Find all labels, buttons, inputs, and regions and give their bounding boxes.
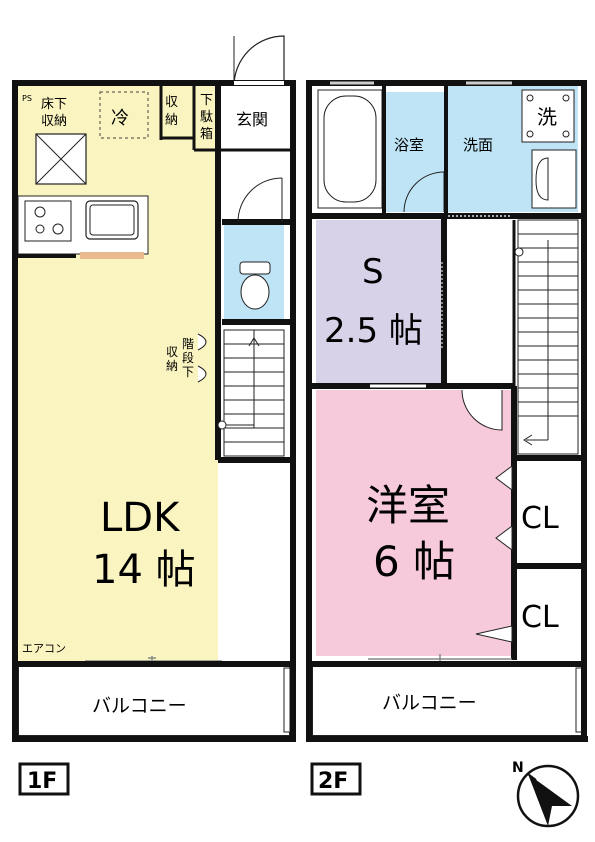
sink-icon <box>85 200 139 240</box>
closet-door-icon <box>475 625 513 643</box>
washer-pan <box>521 89 575 143</box>
burner-icon <box>34 206 46 218</box>
floor-1-tag-label: 1F <box>27 769 57 794</box>
under-stair-storage-label: 納 <box>166 359 178 373</box>
balcony-2f-label: バルコニー <box>382 692 477 714</box>
toilet-tank <box>239 261 271 275</box>
storage-door-icon <box>197 365 207 383</box>
outer-wall-1f <box>12 80 296 667</box>
shoe-box-label: 下 <box>200 93 213 108</box>
ldk-size: 14 帖 <box>92 547 196 593</box>
floor-2-tag <box>310 762 362 796</box>
balcony-1f <box>17 663 291 737</box>
entrance-area <box>218 86 290 156</box>
under-stair-label: 段 <box>182 350 194 365</box>
storage-label: 収 <box>165 95 178 110</box>
western-room <box>316 390 512 656</box>
stair-start-marker <box>514 247 524 257</box>
staircase-1f <box>223 329 285 457</box>
closet-2-label: CL <box>521 600 559 635</box>
burner-icon <box>35 224 45 234</box>
shoe-box-label: 駄 <box>200 110 213 125</box>
service-room <box>316 220 442 384</box>
hatch-cross-line <box>35 133 87 185</box>
under-stair-label: 階 <box>182 336 194 351</box>
shoe-box-label: 箱 <box>200 126 213 142</box>
fridge-label: 冷 <box>111 108 129 129</box>
compass-north-label: N <box>512 760 524 776</box>
washer-label: 洗 <box>537 105 557 129</box>
vanity-basin-icon <box>535 157 549 201</box>
burner-icon <box>52 223 64 235</box>
ps-label: PS <box>22 94 32 103</box>
aircon-label: エアコン <box>22 642 66 655</box>
floor-2-plan <box>306 80 588 742</box>
floor-1-plan <box>12 35 296 742</box>
sink-basin <box>89 204 135 236</box>
bathtub-basin <box>323 95 377 203</box>
floor-2-tag-label: 2F <box>318 769 348 794</box>
outer-wall-2f <box>306 80 587 667</box>
bath-room <box>386 92 444 212</box>
stair-start-marker <box>217 420 227 430</box>
closet-door-icon <box>495 465 513 491</box>
compass-icon <box>516 764 580 828</box>
closet-1-label: CL <box>521 501 559 536</box>
balcony-rail <box>283 667 291 733</box>
underfloor-storage-label: 収納 <box>41 114 67 129</box>
ldk-name: LDK <box>100 495 181 541</box>
closet-door-icon <box>495 525 513 551</box>
bath-label: 浴室 <box>394 136 424 154</box>
counter-edge <box>80 252 144 259</box>
floor-1-tag <box>18 762 70 796</box>
toilet-door-swing <box>237 177 283 223</box>
balcony-1f-label: バルコニー <box>92 695 187 717</box>
service-room-size: 2.5 帖 <box>324 311 423 351</box>
under-stair-storage-label: 収 <box>166 345 178 359</box>
entrance-label: 玄関 <box>236 110 268 129</box>
western-room-name: 洋室 <box>366 481 450 530</box>
western-room-door-swing <box>461 389 503 431</box>
bath-door-swing <box>403 171 445 213</box>
stove-icon <box>24 200 72 242</box>
service-room-name: S <box>362 252 384 292</box>
storage-door-icon <box>197 333 207 351</box>
western-room-size: 6 帖 <box>373 537 455 586</box>
washroom-label: 洗面 <box>463 136 493 154</box>
storage-label: 納 <box>165 113 178 128</box>
under-stair-label: 下 <box>182 365 194 379</box>
fridge-space <box>99 91 149 139</box>
staircase-2f <box>517 219 579 455</box>
underfloor-storage-label: 床下 <box>41 97 67 112</box>
entrance-door-swing <box>233 35 285 87</box>
toilet-icon <box>240 274 270 310</box>
